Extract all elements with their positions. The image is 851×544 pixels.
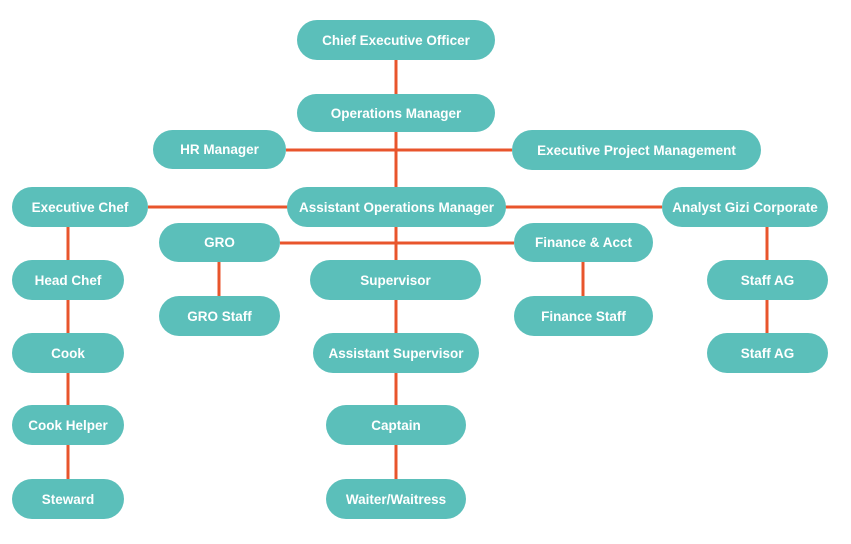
node-gro-staff: GRO Staff (159, 296, 280, 336)
node-operations-manager: Operations Manager (297, 94, 495, 132)
node-hr-manager: HR Manager (153, 130, 286, 169)
node-supervisor: Supervisor (310, 260, 481, 300)
node-executive-chef: Executive Chef (12, 187, 148, 227)
node-analyst-gizi-corporate: Analyst Gizi Corporate (662, 187, 828, 227)
node-assistant-supervisor: Assistant Supervisor (313, 333, 479, 373)
node-executive-project-management: Executive Project Management (512, 130, 761, 170)
node-captain: Captain (326, 405, 466, 445)
node-staff-ag-1: Staff AG (707, 260, 828, 300)
node-finance-staff: Finance Staff (514, 296, 653, 336)
node-ceo: Chief Executive Officer (297, 20, 495, 60)
node-steward: Steward (12, 479, 124, 519)
node-cook: Cook (12, 333, 124, 373)
node-head-chef: Head Chef (12, 260, 124, 300)
node-cook-helper: Cook Helper (12, 405, 124, 445)
node-finance-acct: Finance & Acct (514, 223, 653, 262)
node-staff-ag-2: Staff AG (707, 333, 828, 373)
node-waiter-waitress: Waiter/Waitress (326, 479, 466, 519)
node-gro: GRO (159, 223, 280, 262)
node-assistant-operations-manager: Assistant Operations Manager (287, 187, 506, 227)
